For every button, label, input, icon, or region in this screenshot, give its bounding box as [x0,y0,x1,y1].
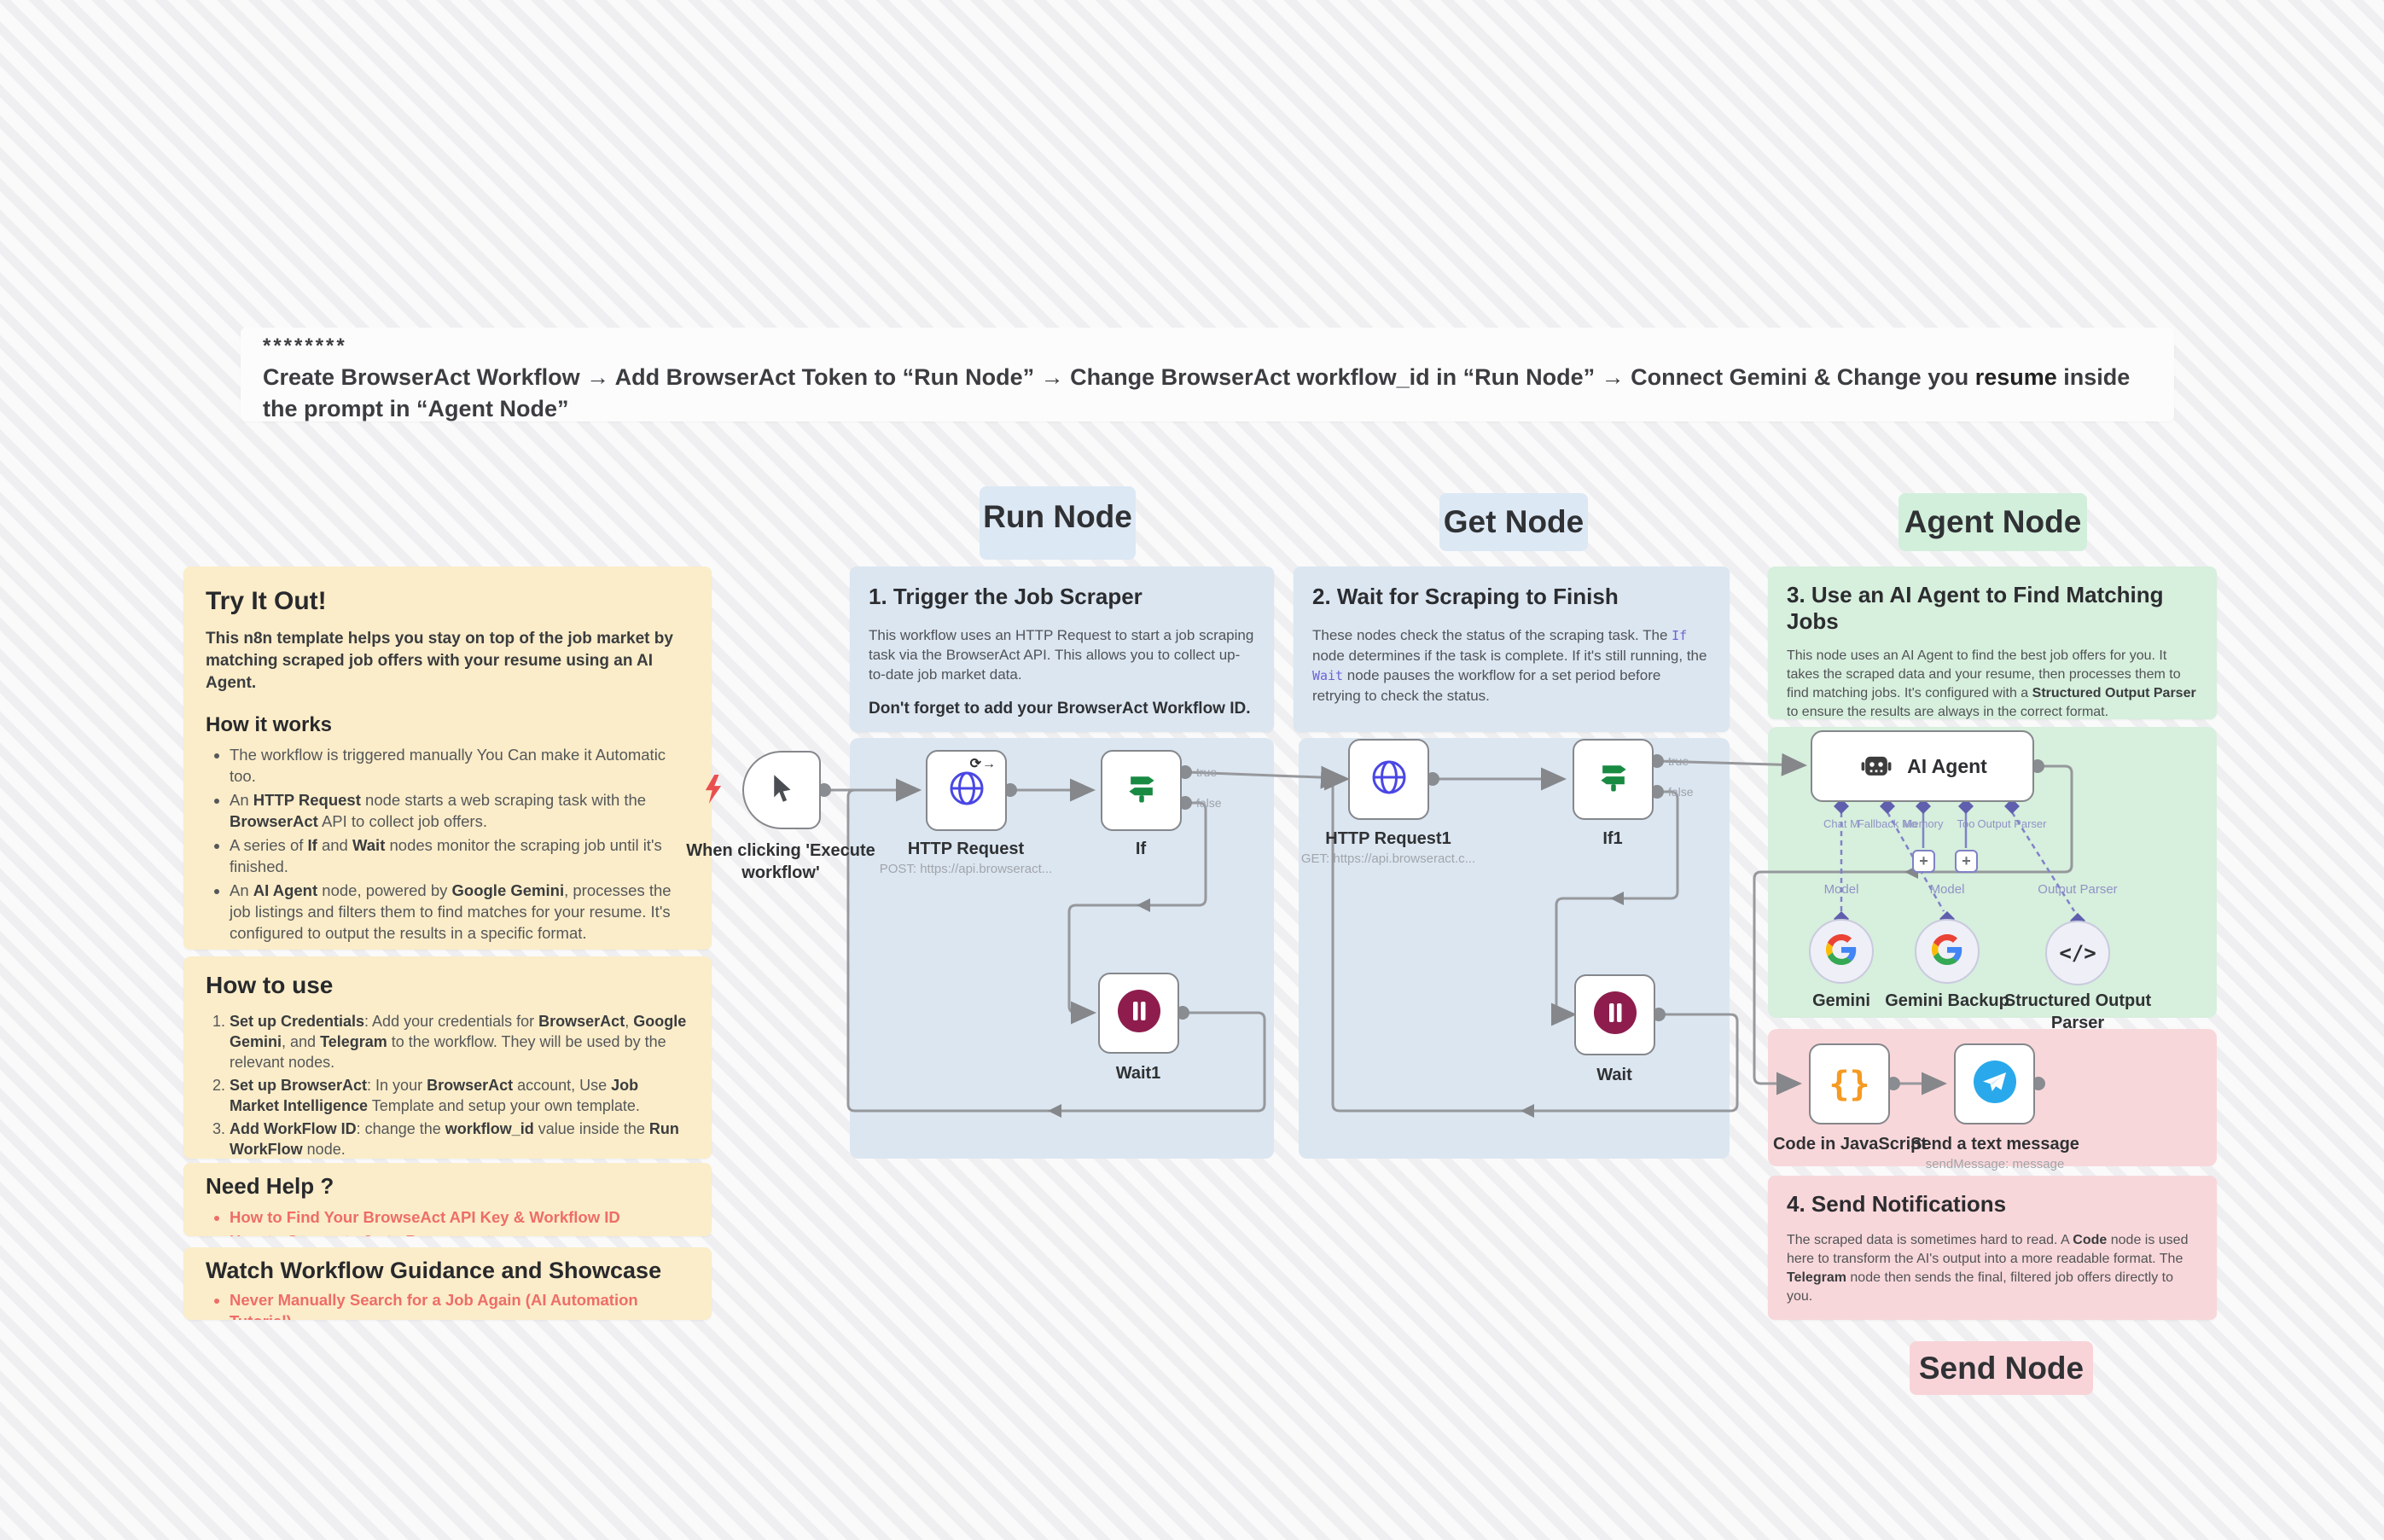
note-body: This node uses an AI Agent to find the b… [1787,648,2196,719]
pause-icon [1593,991,1637,1039]
add-memory-button[interactable]: + [1912,850,1935,873]
note-body: These nodes check the status of the scra… [1312,627,1707,704]
if-node[interactable] [1101,750,1182,831]
robot-icon [1858,746,1895,787]
note-title: How to use [206,972,334,998]
node-label: HTTP Request [907,840,1025,858]
note-intro: This n8n template helps you stay on top … [206,630,673,692]
cursor-icon [764,770,800,811]
telegram-icon [1973,1060,2017,1108]
note-title: Need Help ? [206,1173,334,1199]
plus-icon: + [1962,852,1971,869]
note-warning: Don't forget to Connect your Telegram an… [1787,1318,2198,1320]
how-to-use-steps: Set up Credentials: Add your credentials… [206,1011,689,1159]
wait-node[interactable] [1574,974,1655,1055]
node-label: If [1135,840,1147,858]
sticky-note-need-help[interactable]: Need Help ? How to Find Your BrowseAct A… [183,1163,712,1236]
node-label: Wait1 [1115,1064,1161,1083]
manual-trigger-node[interactable] [742,751,821,829]
video-links: Never Manually Search for a Job Again (A… [206,1289,689,1320]
node-label: Wait [1596,1066,1632,1084]
gemini-model-node[interactable] [1809,919,1874,984]
gemini-backup-model-node[interactable] [1915,919,1980,984]
node-settings-icons: ⟳→ [969,757,997,771]
list-item: The workflow is triggered manually You C… [230,744,689,787]
list-item: A series of If and Wait nodes monitor th… [230,834,689,877]
sticky-note-wait-finish[interactable]: 2. Wait for Scraping to Finish These nod… [1294,567,1730,732]
run-node-label[interactable]: Run Node [980,486,1136,560]
note-title: 4. Send Notifications [1787,1191,2007,1217]
note-title: Watch Workflow Guidance and Showcase [206,1258,662,1283]
get-node-label[interactable]: Get Node [1439,493,1588,551]
note-warning: Don't forget to add your BrowserAct Work… [869,700,1251,718]
sticky-note-send-notifications[interactable]: 4. Send Notifications The scraped data i… [1768,1176,2217,1320]
node-sub-label: POST: https://api.browseract... [879,862,1053,876]
lightning-icon [701,775,725,808]
list-item: An HTTP Request node starts a web scrapi… [230,789,689,832]
curly-braces-icon: {} [1829,1064,1870,1104]
telegram-node[interactable] [1954,1043,2035,1124]
output-label-false: false [1668,785,1694,799]
sticky-note-watch-guidance[interactable]: Watch Workflow Guidance and Showcase Nev… [183,1247,712,1320]
plus-icon: + [1919,852,1928,869]
node-sub-label: sendMessage: message [1925,1157,2065,1171]
help-link[interactable]: How to Find Your BrowseAct API Key & Wor… [230,1206,689,1228]
globe-icon [946,768,987,813]
signpost-icon [1595,758,1632,800]
note-title: 2. Wait for Scraping to Finish [1312,584,1619,609]
node-label: AI Agent [1907,754,1987,777]
list-item: An AI Agent node, powered by Google Gemi… [230,880,689,944]
structured-output-parser-node[interactable]: </> [2045,921,2110,985]
add-tool-button[interactable]: + [1955,850,1978,873]
list-item: Set up BrowserAct: In your BrowserAct ac… [230,1075,689,1116]
signpost-icon [1123,770,1160,811]
code-node[interactable]: {} [1809,1043,1890,1124]
list-item: Set up Credentials: Add your credentials… [230,1011,689,1072]
port-label-output-parser: Output Parser [2038,882,2118,897]
output-label-false: false [1196,796,1222,810]
sticky-note-ai-agent[interactable]: 3. Use an AI Agent to Find Matching Jobs… [1768,567,2217,719]
help-links: How to Find Your BrowseAct API Key & Wor… [206,1206,689,1236]
if1-node[interactable] [1573,739,1654,820]
http-request-node[interactable]: ⟳→ [926,750,1007,831]
video-link[interactable]: Never Manually Search for a Job Again (A… [230,1289,689,1320]
how-it-works-list: The workflow is triggered manually You C… [206,744,689,950]
note-body: The scraped data is sometimes hard to re… [1787,1233,2189,1304]
node-label: When clicking 'Execute workflow' [686,841,875,882]
node-label: Code in JavaScript [1772,1135,1928,1154]
node-label: If1 [1602,829,1623,848]
node-sub-label: GET: https://api.browseract.c... [1300,851,1476,866]
node-label: HTTP Request1 [1325,829,1451,848]
http-request1-node[interactable] [1348,739,1429,820]
note-body: This workflow uses an HTTP Request to st… [869,627,1254,683]
google-logo-icon [1826,933,1857,969]
sticky-note-how-to-use[interactable]: How to use Set up Credentials: Add your … [183,956,712,1159]
output-label-true: true [1668,754,1689,768]
list-item: Add WorkFlow ID: change the workflow_id … [230,1119,689,1159]
note-title: 3. Use an AI Agent to Find Matching Jobs [1787,582,2164,634]
wait1-node[interactable] [1098,973,1179,1054]
note-title: 1. Trigger the Job Scraper [869,584,1143,609]
sticky-note-trigger-scraper[interactable]: 1. Trigger the Job Scraper This workflow… [850,567,1274,732]
node-label: Structured Output Parser [2003,991,2152,1032]
send-node-label[interactable]: Send Node [1910,1341,2093,1395]
list-item: A Code node then transforms the AI's out… [230,946,689,950]
connector-label-output-parser: Output Parser [1977,817,2047,830]
how-it-works-heading: How it works [206,713,333,736]
sticky-note-try-it-out[interactable]: Try It Out! This n8n template helps you … [183,567,712,950]
help-link[interactable]: How to Connect n8n to Browseract [230,1230,689,1236]
note-title: Try It Out! [206,587,327,615]
agent-node-label[interactable]: Agent Node [1898,493,2087,551]
setup-instruction-text: Create BrowserAct Workflow → Add Browser… [263,364,2131,421]
masked-credential-text: ******** [263,334,347,357]
pause-icon [1117,989,1161,1037]
globe-icon [1369,757,1410,802]
node-label: Send a text message [1910,1135,2079,1154]
code-brackets-icon: </> [2059,941,2096,965]
google-logo-icon [1932,933,1962,969]
output-label-true: true [1196,765,1218,779]
instruction-banner: ******** Create BrowserAct Workflow → Ad… [241,328,2174,421]
ai-agent-node[interactable]: AI Agent [1811,730,2034,802]
